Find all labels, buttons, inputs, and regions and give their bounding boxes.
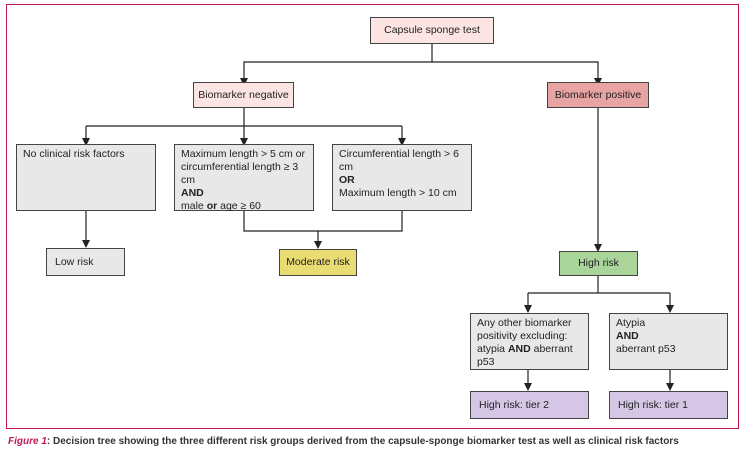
max-length-and: AND	[181, 187, 204, 199]
max-length-line-1: Maximum length > 5 cm or	[181, 148, 306, 160]
figure-caption: Figure 1: Decision tree showing the thre…	[8, 436, 679, 447]
other-atypia: atypia	[477, 343, 508, 355]
caption-text: : Decision tree showing the three differ…	[46, 436, 679, 447]
node-moderate-risk-label: Moderate risk	[286, 256, 350, 268]
node-circumferential-length: Circumferential length > 6 cm OR Maximum…	[332, 144, 472, 211]
edge-root-negative	[240, 44, 433, 86]
node-no-clinical-label: No clinical risk factors	[23, 148, 125, 160]
figure-frame	[6, 4, 739, 429]
max-length-age: age ≥ 60	[217, 200, 261, 212]
node-high-risk-tier-1: High risk: tier 1	[609, 391, 728, 419]
caption-figure-label: Figure 1	[8, 436, 47, 447]
node-tier-1-label: High risk: tier 1	[618, 398, 689, 411]
node-low-risk-label: Low risk	[55, 255, 94, 268]
node-maximum-length: Maximum length > 5 cm or circumferential…	[174, 144, 314, 212]
node-high-risk-label: High risk	[578, 257, 619, 269]
other-p53: aberrant p53	[477, 343, 573, 368]
edge-merge-moderate	[243, 211, 403, 232]
node-atypia: Atypia AND aberrant p53	[609, 313, 728, 370]
node-biomarker-negative-label: Biomarker negative	[198, 88, 289, 101]
node-capsule-sponge-test-label: Capsule sponge test	[384, 24, 480, 36]
node-biomarker-negative: Biomarker negative	[193, 82, 294, 108]
node-tier-2-label: High risk: tier 2	[479, 398, 550, 411]
circ-line-1: Circumferential length > 6 cm	[339, 148, 459, 173]
circ-line-2: Maximum length > 10 cm	[339, 187, 457, 199]
node-high-risk-tier-2: High risk: tier 2	[470, 391, 589, 419]
circ-or: OR	[339, 174, 355, 186]
node-moderate-risk: Moderate risk	[279, 249, 357, 276]
node-biomarker-positive-label: Biomarker positive	[554, 88, 642, 101]
node-high-risk: High risk	[559, 251, 638, 276]
node-no-clinical-risk-factors: No clinical risk factors	[16, 144, 156, 211]
atypia-line-1: Atypia	[616, 317, 646, 329]
max-length-line-2: circumferential length ≥ 3 cm	[181, 161, 299, 186]
other-line-2: positivity excluding:	[477, 330, 568, 342]
atypia-and: AND	[616, 330, 639, 342]
node-other-biomarker: Any other biomarker positivity excluding…	[470, 313, 589, 370]
other-line-1: Any other biomarker	[477, 317, 572, 329]
node-low-risk: Low risk	[46, 248, 125, 276]
atypia-line-2: aberrant p53	[616, 343, 676, 355]
max-length-or: or	[206, 200, 218, 212]
edge-root-positive	[432, 61, 602, 86]
max-length-male: male	[181, 200, 207, 212]
node-biomarker-positive: Biomarker positive	[547, 82, 649, 108]
node-capsule-sponge-test: Capsule sponge test	[370, 17, 494, 44]
other-and: AND	[507, 343, 531, 355]
